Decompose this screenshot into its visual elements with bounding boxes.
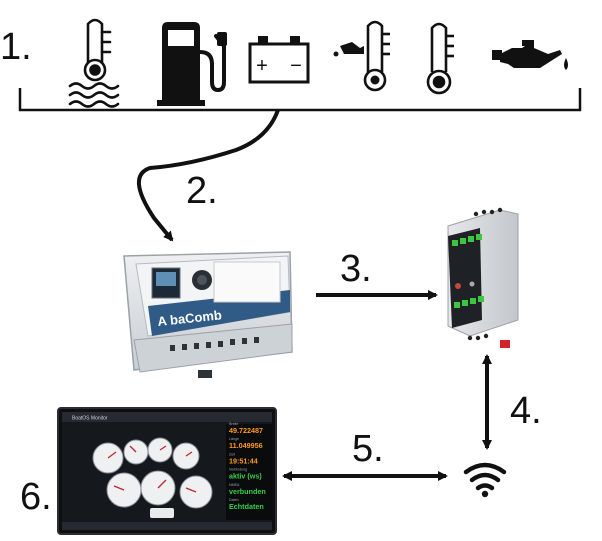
thermometer-icon — [426, 22, 454, 95]
readout-label: Länge — [229, 437, 239, 441]
readout-label: Breite — [229, 422, 238, 426]
readout-value: 19:51:44 — [229, 456, 258, 465]
oil-can-icon — [492, 40, 568, 70]
controller-device-icon — [123, 251, 293, 378]
oil-temperature-icon — [333, 20, 390, 92]
fuel-pump-icon — [157, 22, 227, 106]
sensor-bracket — [18, 88, 582, 112]
tablet-dashboard-icon — [57, 407, 277, 535]
controller-brand-label: A baComb — [157, 307, 223, 329]
readout-label: Verbindung — [229, 468, 247, 472]
relay-module-icon — [447, 207, 519, 348]
readout-label: Daten — [229, 498, 239, 502]
step-label-5: 5. — [352, 428, 384, 470]
coolant-temperature-icon — [68, 18, 120, 108]
readout-value: 49.722487 — [229, 426, 263, 435]
step-label-6: 6. — [20, 476, 52, 518]
battery-minus: − — [290, 55, 302, 77]
arrow-sensors-to-controller — [136, 109, 280, 242]
tablet-readouts: Breite49.722487Länge11.049956Zeit19:51:4… — [229, 422, 266, 511]
readout-value: verbunden — [229, 487, 266, 496]
battery-icon: + − — [248, 36, 310, 84]
step-label-3: 3. — [340, 248, 372, 290]
readout-label: Zeit — [229, 452, 235, 456]
readout-value: aktiv (ws) — [229, 472, 262, 481]
step-label-2: 2. — [186, 170, 218, 212]
tablet-app-title: BoatOS Monitor — [72, 416, 108, 422]
step-label-4: 4. — [510, 390, 542, 432]
readout-value: 11.049956 — [229, 441, 263, 450]
wifi-icon — [463, 462, 507, 498]
battery-plus: + — [256, 55, 268, 77]
readout-value: Echtdaten — [229, 502, 264, 511]
readout-label: NMEA — [229, 483, 240, 487]
step-label-1: 1. — [0, 26, 32, 68]
